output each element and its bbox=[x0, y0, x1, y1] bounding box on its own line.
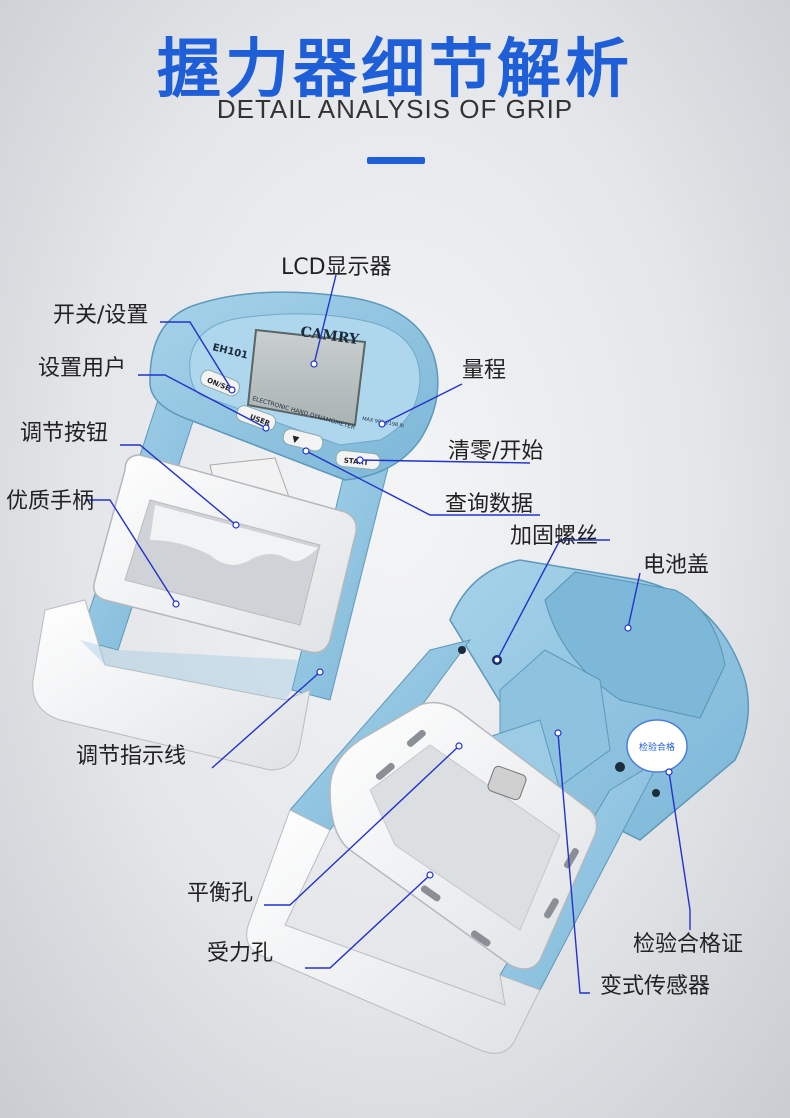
callout-power-set: 开关/设置 bbox=[53, 303, 149, 328]
callout-battery-cover: 电池盖 bbox=[643, 553, 710, 578]
callout-zero-start: 清零/开始 bbox=[448, 439, 544, 464]
start-button-label: START bbox=[343, 457, 368, 468]
callout-force-hole: 受力孔 bbox=[207, 941, 274, 966]
dynamometer-front: CAMRY EH101 ELECTRONIC HAND DYNAMOMETER … bbox=[32, 291, 439, 771]
callout-set-user: 设置用户 bbox=[38, 356, 127, 381]
callout-balance-hole: 平衡孔 bbox=[187, 881, 254, 906]
leader-lines bbox=[85, 274, 691, 994]
inspection-sticker-text: 检验合格 bbox=[639, 741, 675, 753]
callout-adjust-line: 调节指示线 bbox=[76, 744, 187, 769]
callout-sensor: 变式传感器 bbox=[600, 974, 711, 999]
query-button-label: ▼ bbox=[291, 434, 300, 445]
user-button[interactable]: USER bbox=[234, 404, 277, 433]
query-button[interactable]: ▼ bbox=[282, 427, 325, 452]
callout-adjust-knob: 调节按钮 bbox=[20, 421, 109, 446]
dynamometer-back: 检验合格 bbox=[246, 559, 750, 1054]
page-title: 握力器细节解析 bbox=[157, 33, 633, 107]
leader-dots bbox=[172, 360, 673, 879]
callout-lcd: LCD显示器 bbox=[281, 255, 392, 280]
callout-range: 量程 bbox=[462, 358, 507, 383]
page-subtitle: DETAIL ANALYSIS OF GRIP bbox=[216, 94, 574, 124]
inspection-sticker bbox=[626, 719, 688, 773]
callout-handle: 优质手柄 bbox=[6, 489, 95, 514]
title-underline bbox=[367, 157, 425, 164]
callout-query-data: 查询数据 bbox=[445, 492, 534, 517]
callout-screw: 加固螺丝 bbox=[510, 524, 599, 549]
callout-inspection-cert: 检验合格证 bbox=[633, 932, 744, 957]
